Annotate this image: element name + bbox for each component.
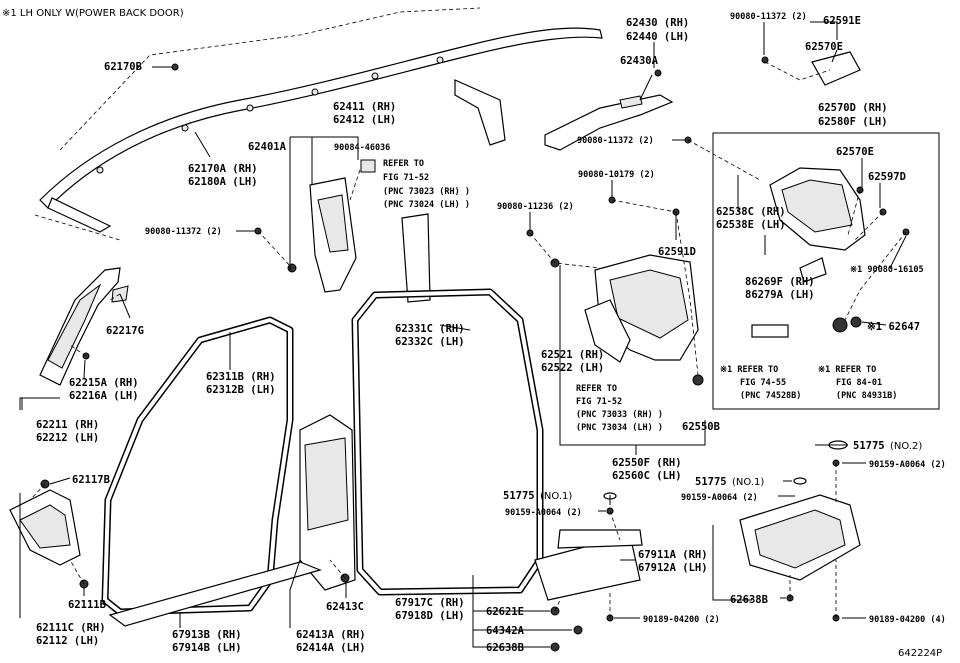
ref-text-84b: FIG 84-01	[836, 378, 882, 388]
label-90080-11372-left: 90080-11372 (2)	[145, 227, 222, 237]
ref-text-1d: (PNC 73024 (LH) )	[383, 200, 470, 210]
label-62217G: 62217G	[106, 325, 144, 337]
ref-text-84a: ※1 REFER TO	[818, 365, 876, 375]
label-67913B: 67913B (RH)	[172, 629, 242, 641]
label-62413A: 62413A (RH)	[296, 629, 366, 641]
label-51775-a-note: (NO.1)	[540, 491, 572, 502]
label-67917C: 67917C (RH)	[395, 597, 465, 609]
label-90080-10179: 90080-10179 (2)	[578, 170, 655, 180]
roof-side-trim	[544, 94, 674, 151]
label-51775-b-note: (NO.2)	[890, 441, 922, 452]
label-90080-11372-mid: 90080-11372 (2)	[577, 136, 654, 146]
ref-text-74a: ※1 REFER TO	[720, 365, 778, 375]
label-67912A: 67912A (LH)	[638, 562, 708, 574]
label-62570D: 62570D (RH)	[818, 102, 888, 114]
label-62216A: 62216A (LH)	[69, 390, 139, 402]
curtain-airbag	[39, 27, 603, 233]
label-90189-b: 90189-04200 (4)	[869, 615, 946, 625]
dashed-guides	[29, 61, 907, 618]
label-62570E-box: 62570E	[836, 146, 874, 158]
label-62413C: 62413C	[326, 601, 364, 613]
label-62638B-right: 62638B	[730, 594, 768, 606]
label-90080-11236: 90080-11236 (2)	[497, 202, 574, 212]
label-62312B: 62312B (LH)	[206, 384, 276, 396]
ref-text-74c: (PNC 74528B)	[740, 391, 801, 401]
label-62440: 62440 (LH)	[626, 31, 689, 43]
label-90159-c: 90159-A0064 (2)	[681, 493, 758, 503]
label-90159-b: 90159-A0064 (2)	[869, 460, 946, 470]
label-62521: 62521 (RH)	[541, 349, 604, 361]
label-62332C: 62332C (LH)	[395, 336, 465, 348]
label-64342A: 64342A	[486, 625, 525, 637]
label-62411: 62411 (RH)	[333, 101, 396, 113]
front-scuff-plate	[108, 561, 322, 627]
ref-text-1a: REFER TO	[383, 159, 424, 169]
ref-text-1b: FIG 71-52	[383, 173, 429, 183]
ref-text-1c: (PNC 73023 (RH) )	[383, 187, 470, 197]
label-51775-c-note: (NO.1)	[732, 477, 764, 488]
label-67914B: 67914B (LH)	[172, 642, 242, 654]
front-door-weatherstrip	[101, 316, 294, 616]
label-90084-46036: 90084-46036	[334, 143, 390, 153]
label-62570E-top: 62570E	[805, 41, 843, 53]
ref-text-2d: (PNC 73034 (LH) )	[576, 423, 663, 433]
label-62212: 62212 (LH)	[36, 432, 99, 444]
label-62412: 62412 (LH)	[333, 114, 396, 126]
label-90189-a: 90189-04200 (2)	[643, 615, 720, 625]
label-51775-a: 51775	[503, 490, 535, 502]
label-62170B: 62170B	[104, 61, 142, 73]
label-62211: 62211 (RH)	[36, 419, 99, 431]
label-62591E: 62591E	[823, 15, 861, 27]
label-90159-a: 90159-A0064 (2)	[505, 508, 582, 518]
label-62647: ※1 62647	[867, 321, 920, 333]
label-62560C: 62560C (LH)	[612, 470, 682, 482]
label-62638B-left: 62638B	[486, 642, 524, 654]
label-86269F: 86269F (RH)	[745, 276, 815, 288]
label-67918D: 67918D (LH)	[395, 610, 465, 622]
label-62401A: 62401A	[248, 141, 287, 153]
label-62430A: 62430A	[620, 55, 659, 67]
label-90080-11372-top: 90080-11372 (2)	[730, 12, 807, 22]
label-62430: 62430 (RH)	[626, 17, 689, 29]
label-62538C: 62538C (RH)	[716, 206, 786, 218]
label-90080-16105: ※1 90080-16105	[850, 265, 924, 275]
label-62414A: 62414A (LH)	[296, 642, 366, 654]
label-62311B: 62311B (RH)	[206, 371, 276, 383]
part-labels: 62170B 62170A (RH) 62180A (LH) 90080-113…	[36, 12, 946, 654]
label-67911A: 67911A (RH)	[638, 549, 708, 561]
label-62180A: 62180A (LH)	[188, 176, 258, 188]
label-62522: 62522 (LH)	[541, 362, 604, 374]
label-62111C: 62111C (RH)	[36, 622, 106, 634]
figure-code: 642224P	[898, 648, 942, 659]
label-62112: 62112 (LH)	[36, 635, 99, 647]
label-62111B: 62111B	[68, 599, 106, 611]
leader-lines	[19, 21, 907, 648]
ref-text-74b: FIG 74-55	[740, 378, 786, 388]
label-62550B: 62550B	[682, 421, 720, 433]
label-62621E: 62621E	[486, 606, 524, 618]
ref-text-84c: (PNC 84931B)	[836, 391, 897, 401]
ref-text-2a: REFER TO	[576, 384, 617, 394]
label-51775-c: 51775	[695, 476, 727, 488]
ref-text-2c: (PNC 73033 (RH) )	[576, 410, 663, 420]
label-62538E: 62538E (LH)	[716, 219, 786, 231]
label-62117B: 62117B	[72, 474, 110, 486]
label-62597D: 62597D	[868, 171, 906, 183]
label-62591D: 62591D	[658, 246, 696, 258]
header-note: ※1 LH ONLY W(POWER BACK DOOR)	[2, 8, 184, 19]
label-62550F: 62550F (RH)	[612, 457, 682, 469]
label-86279A: 86279A (LH)	[745, 289, 815, 301]
label-62215A: 62215A (RH)	[69, 377, 139, 389]
label-62580F: 62580F (LH)	[818, 116, 888, 128]
back-door-group-frame	[712, 132, 940, 410]
label-51775-b: 51775	[853, 440, 885, 452]
label-62170A: 62170A (RH)	[188, 163, 258, 175]
ref-text-2b: FIG 71-52	[576, 397, 622, 407]
label-62331C: 62331C (RH)	[395, 323, 465, 335]
